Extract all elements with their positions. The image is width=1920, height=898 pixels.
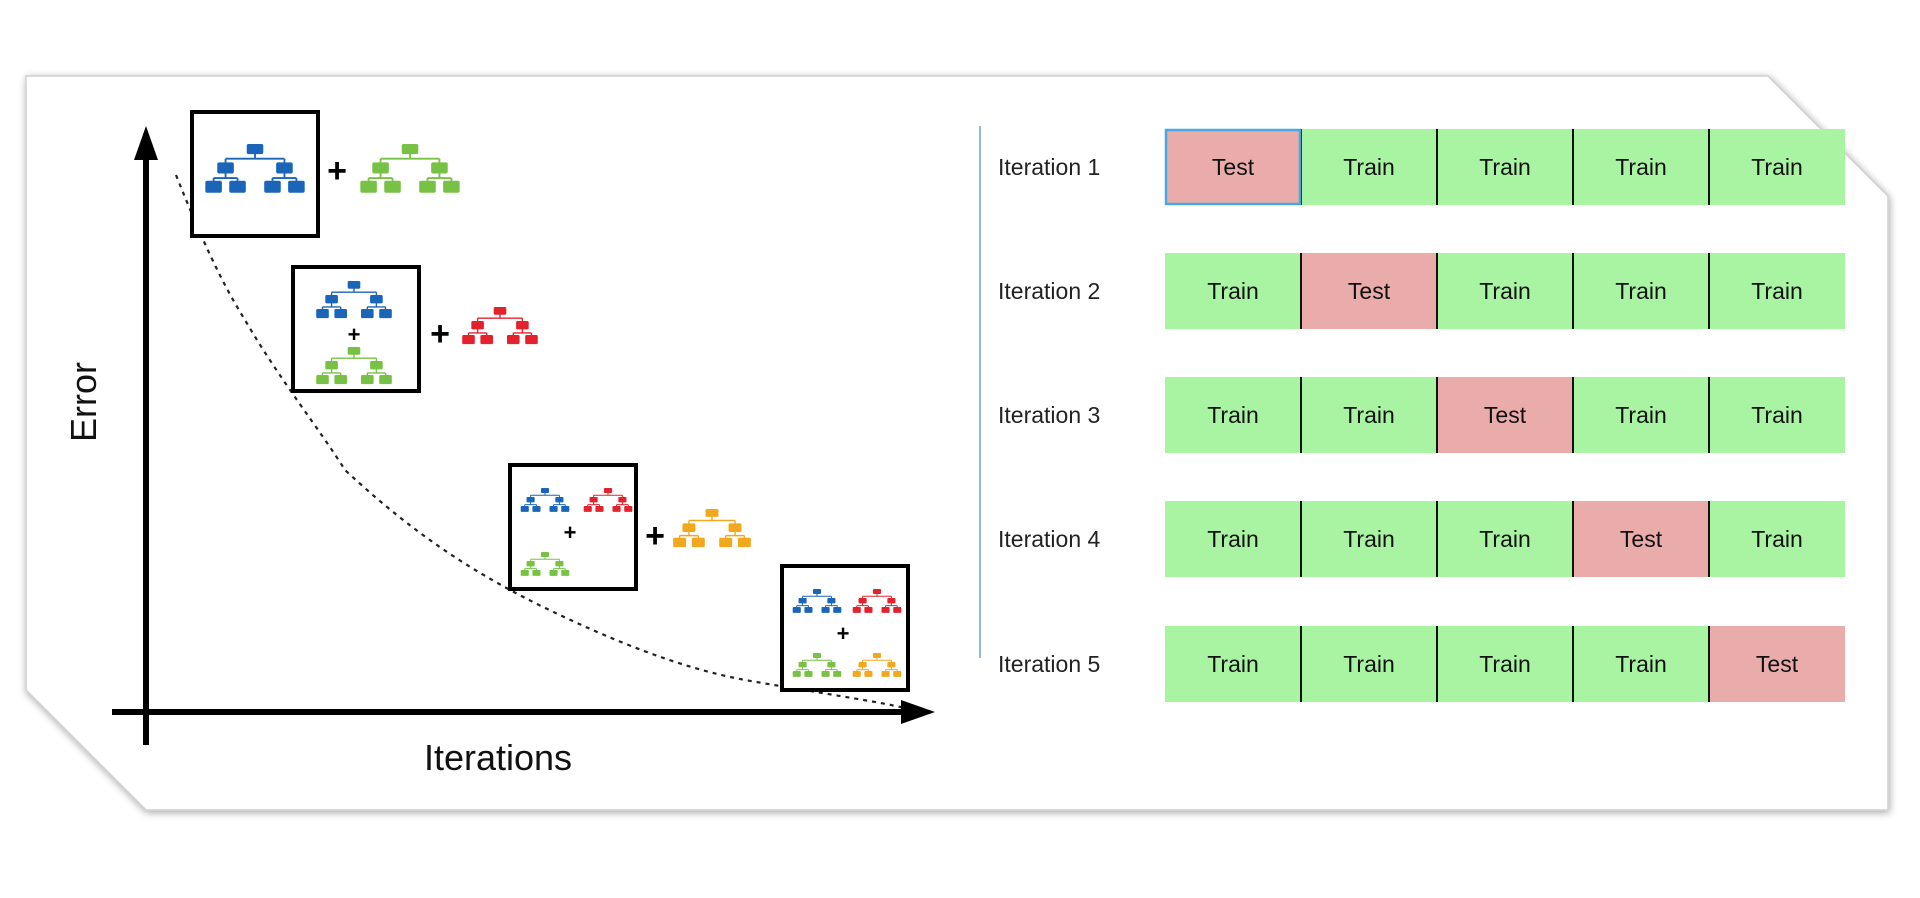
train-fold-label: Train xyxy=(1343,526,1395,552)
orange-tree-icon xyxy=(673,509,751,548)
cv-row-2: Iteration 2 Train Test Train Train Train xyxy=(998,253,1845,329)
train-fold-label: Train xyxy=(1207,526,1259,552)
train-fold-label: Train xyxy=(1343,154,1395,180)
train-fold-cell xyxy=(1573,377,1709,453)
train-fold-cell xyxy=(1573,626,1709,702)
error-plot: Iterations Error ++++++ xyxy=(63,110,935,778)
plus-icon: + xyxy=(645,517,665,555)
test-fold-cell xyxy=(1437,377,1573,453)
test-fold-label: Test xyxy=(1212,154,1255,180)
train-fold-label: Train xyxy=(1751,526,1803,552)
inner-plus-icon: + xyxy=(348,322,361,347)
green-tree-icon xyxy=(520,552,570,576)
red-tree-icon xyxy=(583,488,633,512)
train-fold-cell xyxy=(1301,129,1437,205)
train-fold-cell xyxy=(1573,129,1709,205)
boosting-stage-3: ++ xyxy=(508,463,751,591)
train-fold-label: Train xyxy=(1615,402,1667,428)
train-fold-cell xyxy=(1301,501,1437,577)
train-fold-label: Train xyxy=(1207,651,1259,677)
inner-plus-icon: + xyxy=(564,520,577,545)
train-fold-cell xyxy=(1301,377,1437,453)
error-curve xyxy=(174,174,906,710)
train-fold-cell xyxy=(1437,501,1573,577)
green-tree-icon xyxy=(792,653,842,677)
train-fold-label: Train xyxy=(1479,526,1531,552)
train-fold-label: Train xyxy=(1751,278,1803,304)
red-tree-icon xyxy=(852,589,902,613)
x-axis-arrow xyxy=(901,700,935,724)
boosting-stage-1: + xyxy=(190,110,460,238)
iteration-label: Iteration 4 xyxy=(998,526,1100,552)
cv-row-3: Iteration 3 Train Train Test Train Train xyxy=(998,377,1845,453)
x-axis-label: Iterations xyxy=(424,737,572,778)
selected-cell-outline xyxy=(1164,128,1302,206)
train-fold-cell xyxy=(1573,253,1709,329)
cv-row-1: Iteration 1 Test Train Train Train Train xyxy=(998,128,1845,206)
test-fold-label: Test xyxy=(1348,278,1391,304)
test-fold-label: Test xyxy=(1484,402,1527,428)
cv-row-4: Iteration 4 Train Train Train Test Train xyxy=(998,501,1845,577)
train-fold-cell xyxy=(1437,129,1573,205)
train-fold-cell xyxy=(1437,253,1573,329)
y-axis-arrow xyxy=(134,126,158,160)
green-tree-icon xyxy=(316,347,392,385)
blue-tree-icon xyxy=(316,281,392,319)
ensemble-box xyxy=(190,110,320,238)
train-fold-cell xyxy=(1165,253,1301,329)
inner-plus-icon: + xyxy=(837,621,850,646)
train-fold-label: Train xyxy=(1479,154,1531,180)
train-fold-cell xyxy=(1709,253,1845,329)
train-fold-label: Train xyxy=(1615,154,1667,180)
train-fold-label: Train xyxy=(1343,651,1395,677)
train-fold-cell xyxy=(1437,626,1573,702)
train-fold-label: Train xyxy=(1615,278,1667,304)
iteration-label: Iteration 2 xyxy=(998,278,1100,304)
blue-tree-icon xyxy=(205,144,305,193)
plus-icon: + xyxy=(327,152,347,190)
iteration-label: Iteration 3 xyxy=(998,402,1100,428)
iteration-label: Iteration 1 xyxy=(998,154,1100,180)
boosting-stage-2: ++ xyxy=(291,265,538,393)
train-fold-cell xyxy=(1165,501,1301,577)
train-fold-label: Train xyxy=(1751,154,1803,180)
train-fold-cell xyxy=(1301,626,1437,702)
blue-tree-icon xyxy=(520,488,570,512)
red-tree-icon xyxy=(462,307,538,345)
iteration-label: Iteration 5 xyxy=(998,651,1100,677)
test-fold-label: Test xyxy=(1620,526,1663,552)
boosting-stage-4: + xyxy=(780,564,910,692)
test-fold-label: Test xyxy=(1756,651,1799,677)
train-fold-label: Train xyxy=(1751,402,1803,428)
train-fold-cell xyxy=(1165,626,1301,702)
cv-row-5: Iteration 5 Train Train Train Train Test xyxy=(998,626,1845,702)
train-fold-label: Train xyxy=(1207,278,1259,304)
train-fold-cell xyxy=(1709,129,1845,205)
train-fold-label: Train xyxy=(1343,402,1395,428)
test-fold-cell xyxy=(1301,253,1437,329)
train-fold-cell xyxy=(1709,501,1845,577)
train-fold-cell xyxy=(1165,377,1301,453)
orange-tree-icon xyxy=(852,653,902,677)
train-fold-label: Train xyxy=(1207,402,1259,428)
train-fold-label: Train xyxy=(1479,651,1531,677)
green-tree-icon xyxy=(360,144,460,193)
train-fold-label: Train xyxy=(1479,278,1531,304)
test-fold-cell xyxy=(1573,501,1709,577)
train-fold-cell xyxy=(1709,377,1845,453)
test-fold-cell xyxy=(1709,626,1845,702)
y-axis-label: Error xyxy=(63,362,104,442)
test-fold-cell xyxy=(1165,129,1301,205)
train-fold-label: Train xyxy=(1615,651,1667,677)
blue-tree-icon xyxy=(792,589,842,613)
plus-icon: + xyxy=(430,315,450,353)
boosting-stages: ++++++ xyxy=(190,110,910,692)
